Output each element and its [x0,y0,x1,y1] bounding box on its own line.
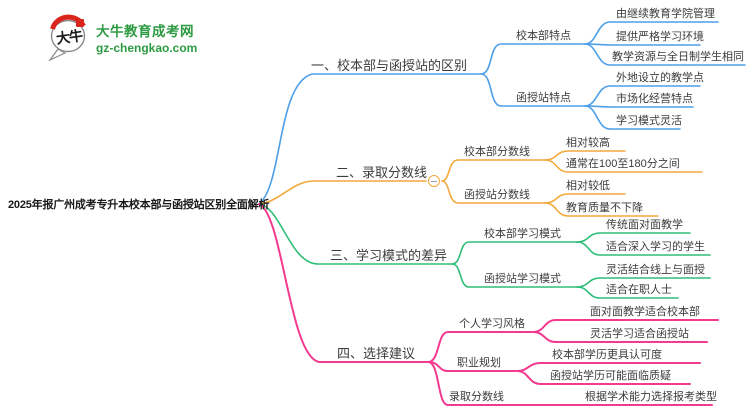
connector-line [584,21,719,45]
connector-line [427,361,526,406]
branch1-connectors [258,21,746,205]
connector-line [584,43,746,66]
topic-b3-child2[interactable]: 函授站学习模式 [484,273,561,285]
speech-bubble-icon [48,14,86,62]
minus-icon [431,180,437,182]
branch4-connectors [258,203,719,406]
connector-line [258,203,429,363]
seal-icon [76,19,84,27]
logo-mark-text: 大牛 [55,28,84,48]
topic-b1-child1[interactable]: 校本部特点 [516,30,571,42]
leaf-b4c1-2[interactable]: 灵活学习适合函授站 [590,328,689,340]
topic-branch1[interactable]: 一、校本部与函授站的区别 [311,58,468,73]
topic-b3-child1[interactable]: 校本部学习模式 [484,228,561,240]
leaf-b1c1-2[interactable]: 提供严格学习环境 [616,31,704,43]
topic-b2-child1[interactable]: 校本部分数线 [464,146,530,158]
collapse-toggle-icon[interactable] [428,175,440,187]
connector-line [258,73,482,205]
leaf-b3c2-2[interactable]: 适合在职人士 [606,284,672,296]
leaf-b4c2-2[interactable]: 函授站学历可能面临质疑 [550,370,671,382]
leaf-b4c2-1[interactable]: 校本部学历更具认可度 [552,349,662,361]
connector-line [584,105,681,130]
leaf-b3c1-1[interactable]: 传统面对面教学 [606,219,683,231]
leaf-b4c3-1[interactable]: 根据学术能力选择报考类型 [585,391,717,403]
connector-line [544,202,659,217]
topic-b1-child2[interactable]: 函授站特点 [516,92,571,104]
leaf-b3c1-2[interactable]: 适合深入学习的学生 [606,241,705,253]
topic-branch3[interactable]: 三、学习模式的差异 [330,248,448,263]
leaf-b4c1-1[interactable]: 面对面教学适合校本部 [590,306,700,318]
leaf-b1c1-3[interactable]: 教学资源与全日制学生相同 [612,51,744,63]
topic-branch2[interactable]: 二、录取分数线 [336,165,428,180]
connector-line [480,43,586,75]
leaf-b1c2-1[interactable]: 外地设立的教学点 [616,72,704,84]
topic-branch4[interactable]: 四、选择建议 [337,346,416,361]
topic-b4-child1[interactable]: 个人学习风格 [459,318,525,330]
connector-line [451,263,578,288]
leaf-b2c1-1[interactable]: 相对较高 [566,137,610,149]
site-url: gz-chengkao.com [96,40,198,55]
site-name: 大牛教育成考网 [96,23,194,39]
connector-line [427,331,534,363]
connector-line [441,180,546,204]
connector-line [532,331,708,343]
connector-line [258,180,427,205]
connector-line [441,159,546,182]
connector-line [451,241,578,265]
topic-b4-child2[interactable]: 职业规划 [457,357,501,369]
leaf-b2c2-1[interactable]: 相对较低 [566,180,610,192]
topic-b2-child2[interactable]: 函授站分数线 [464,189,530,201]
connector-line [480,73,586,107]
logo-text: 大牛教育成考网 gz-chengkao.com [96,20,197,55]
branch2-connectors [258,150,703,217]
root-topic[interactable]: 2025年报广州成考专升本校本部与函授站区别全面解析 [8,199,270,211]
site-logo[interactable]: 大牛 大牛教育成考网 gz-chengkao.com [48,12,197,62]
leaf-b3c2-1[interactable]: 灵活结合线上与面授 [606,264,705,276]
topic-b4-child3[interactable]: 录取分数线 [449,391,504,403]
connector-line [544,159,703,173]
branch3-connectors [258,203,711,299]
logo-mark: 大牛 [48,12,90,62]
connector-line [576,241,711,256]
leaf-b2c2-2[interactable]: 教育质量不下降 [566,202,643,214]
connector-line [576,286,679,299]
connector-line [258,203,453,265]
leaf-b2c1-2[interactable]: 通常在100至180分之间 [566,158,680,170]
leaf-b1c2-2[interactable]: 市场化经营特点 [616,93,693,105]
connector-line [516,370,691,385]
leaf-b1c2-3[interactable]: 学习模式灵活 [616,115,682,127]
leaf-b1c1-1[interactable]: 由继续教育学院管理 [616,8,715,20]
